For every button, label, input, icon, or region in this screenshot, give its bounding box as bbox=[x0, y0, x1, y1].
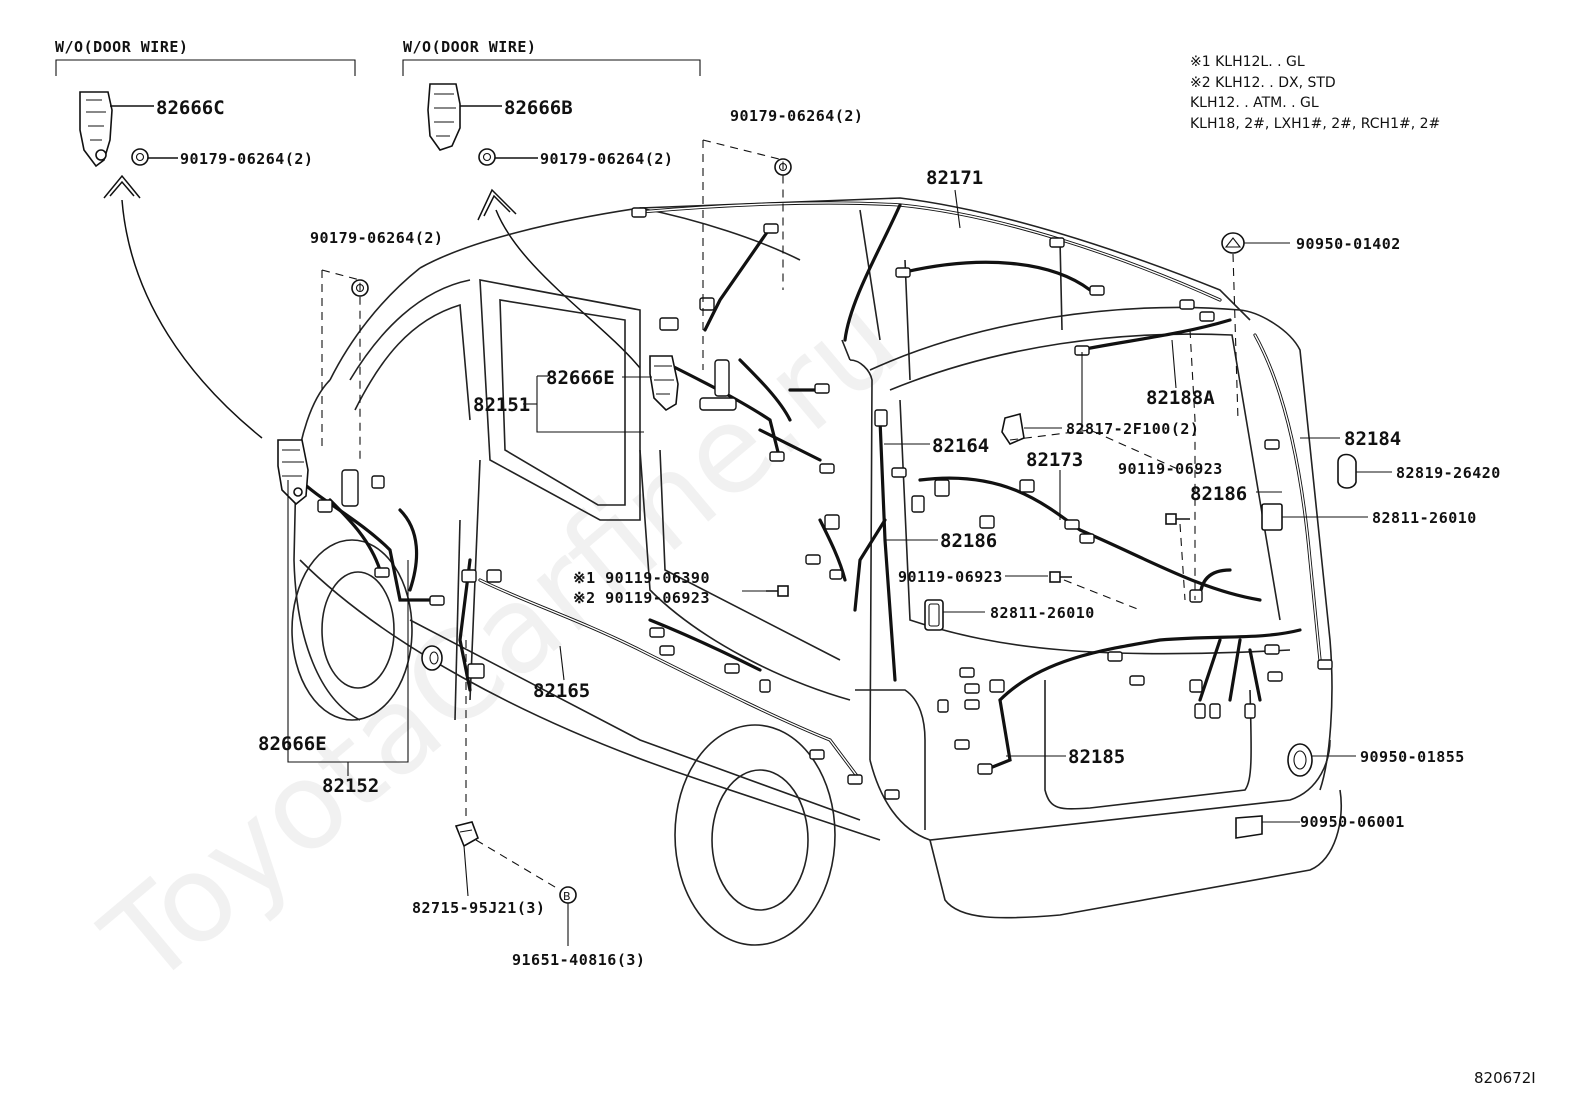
grommet-icon bbox=[1221, 232, 1245, 254]
label-82165: 82165 bbox=[533, 680, 590, 702]
label-82186-mid: 82186 bbox=[940, 530, 997, 552]
clamp-icon bbox=[454, 821, 479, 848]
grommet-icon bbox=[1287, 743, 1313, 777]
bolt-icon bbox=[1049, 571, 1072, 583]
grommet-icon bbox=[421, 645, 443, 671]
label-82164: 82164 bbox=[932, 435, 989, 457]
brackets-main: B bbox=[277, 158, 1357, 904]
inset-title: W/O(DOOR WIRE) bbox=[403, 38, 536, 56]
dashed-leaders bbox=[321, 139, 1239, 891]
label-90119-06923-a: 90119-06923 bbox=[1118, 460, 1223, 478]
leader-lines bbox=[287, 189, 1392, 946]
label-82715-95J21: 82715-95J21(3) bbox=[412, 899, 545, 917]
inset-door-wire-left: W/O(DOOR WIRE) 82666C 90179-06264(2) bbox=[55, 38, 356, 439]
label-82666E-low: 82666E bbox=[258, 733, 327, 755]
leader-arrow bbox=[121, 199, 263, 439]
label-82188A: 82188A bbox=[1146, 387, 1215, 409]
bracket-82666E-mid-icon bbox=[649, 355, 679, 412]
label-82811-26010-right: 82811-26010 bbox=[1372, 509, 1477, 527]
label-82811-26010-mid: 82811-26010 bbox=[990, 604, 1095, 622]
label-82666B: 82666B bbox=[504, 97, 573, 119]
model-notes: ※1 KLH12L. . GL ※2 KLH12. . DX, STD KLH1… bbox=[1190, 54, 1440, 132]
clip-icon bbox=[1001, 413, 1025, 445]
label-90950-06001: 90950-06001 bbox=[1300, 813, 1405, 831]
bracket-82666C-icon bbox=[79, 91, 113, 168]
label-82173: 82173 bbox=[1026, 449, 1083, 471]
label-82666C: 82666C bbox=[156, 97, 225, 119]
label-82185: 82185 bbox=[1068, 746, 1125, 768]
label-90950-01402: 90950-01402 bbox=[1296, 235, 1401, 253]
note-4: KLH18, 2#, LXH1#, 2#, RCH1#, 2# bbox=[1190, 116, 1440, 132]
label-90179-inset2: 90179-06264(2) bbox=[540, 150, 673, 168]
label-82184: 82184 bbox=[1344, 428, 1401, 450]
inset-title: W/O(DOOR WIRE) bbox=[55, 38, 188, 56]
nut-icon bbox=[131, 148, 149, 166]
note-3: KLH12. . ATM. . GL bbox=[1190, 95, 1319, 111]
label-82151: 82151 bbox=[473, 394, 530, 416]
connectors bbox=[317, 207, 1333, 800]
bolt-icon bbox=[766, 585, 789, 597]
inset-door-wire-right: W/O(DOOR WIRE) 82666B 90179-06264(2) bbox=[402, 38, 701, 369]
label-91651-40816: 91651-40816(3) bbox=[512, 951, 645, 969]
label-90179-inset1: 90179-06264(2) bbox=[180, 150, 313, 168]
label-90179-top: 90179-06264(2) bbox=[730, 107, 863, 125]
bracket-82666E-left-icon bbox=[277, 439, 309, 506]
inset-bracket bbox=[55, 59, 356, 76]
cap-icon bbox=[1337, 453, 1357, 489]
label-82186-right: 82186 bbox=[1190, 483, 1247, 505]
plate-icon bbox=[1235, 815, 1263, 839]
note-1: ※1 KLH12L. . GL bbox=[1190, 54, 1305, 70]
leader-arrow bbox=[495, 209, 641, 369]
label-82666E-mid: 82666E bbox=[546, 367, 615, 389]
label-90119-06923-b: ※2 90119-06923 bbox=[573, 589, 710, 607]
label-90119-06390: ※1 90119-06390 bbox=[573, 569, 710, 587]
label-90119-06923-c: 90119-06923 bbox=[898, 568, 1003, 586]
label-82171: 82171 bbox=[926, 167, 983, 189]
diagram-id: 820672I bbox=[1474, 1069, 1536, 1087]
label-90950-01855: 90950-01855 bbox=[1360, 748, 1465, 766]
part-labels: 82171 90950-01402 90179-06264(2) 90179-0… bbox=[258, 107, 1501, 969]
van-body-outline bbox=[291, 197, 1342, 946]
protector-icon bbox=[924, 599, 944, 631]
bolt-icon bbox=[1165, 513, 1190, 525]
bracket-82666B-icon bbox=[427, 83, 461, 151]
nut-icon bbox=[478, 148, 496, 166]
protector-icon bbox=[1261, 503, 1283, 531]
label-82152: 82152 bbox=[322, 775, 379, 797]
marker-letter: B bbox=[563, 890, 571, 903]
inset-bracket bbox=[402, 59, 701, 76]
bolt-b-marker: B bbox=[559, 886, 577, 904]
label-90179-left: 90179-06264(2) bbox=[310, 229, 443, 247]
label-82819-26420: 82819-26420 bbox=[1396, 464, 1501, 482]
label-82817-2F100: 82817-2F100(2) bbox=[1066, 420, 1199, 438]
note-2: ※2 KLH12. . DX, STD bbox=[1190, 75, 1336, 91]
